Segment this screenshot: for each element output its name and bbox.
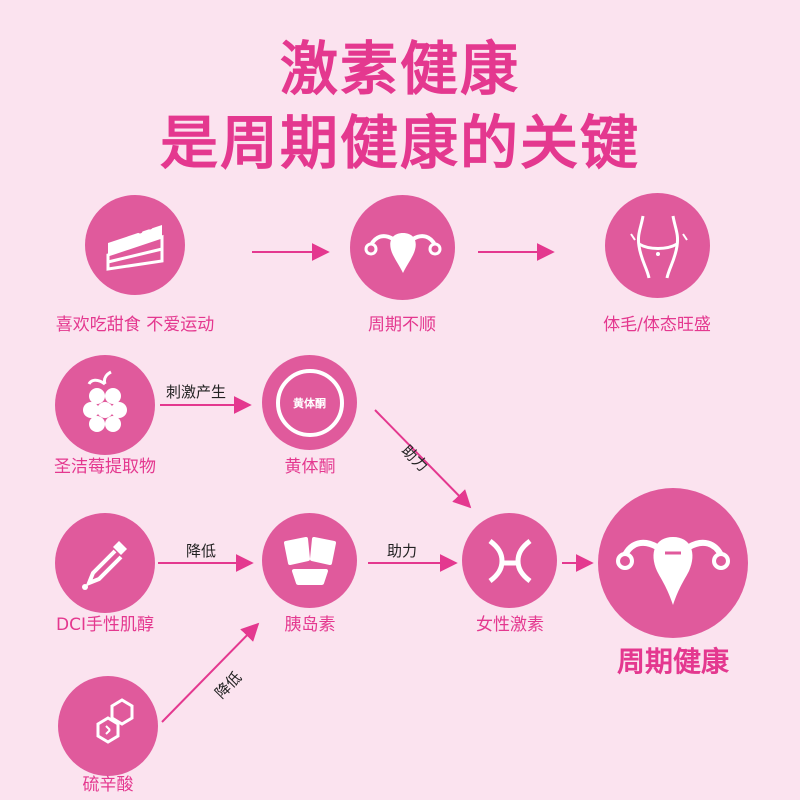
chasteberry-label: 圣洁莓提取物 xyxy=(54,457,156,477)
arrow-progesterone-to-female xyxy=(374,409,472,509)
irregular-label: 周期不顺 xyxy=(368,315,436,335)
edge-label-stimulate: 刺激产生 xyxy=(166,383,227,401)
chasteberry-node xyxy=(55,355,155,455)
hair-label: 体毛/体态旺盛 xyxy=(603,315,711,335)
irregular-node xyxy=(350,195,455,300)
dropper-icon xyxy=(82,541,127,590)
title-line-2: 是周期健康的关键 xyxy=(159,109,640,177)
progesterone-label: 黄体酮 xyxy=(284,457,336,477)
uterus-large-icon xyxy=(616,537,730,605)
pancreas-icon xyxy=(283,536,336,585)
female-hormone-label: 女性激素 xyxy=(476,615,544,635)
dci-node xyxy=(55,513,155,613)
uterus-icon xyxy=(364,232,441,273)
sweets-node xyxy=(85,195,185,295)
lipoic-label: 硫辛酸 xyxy=(82,775,134,795)
edge-label-lower-1: 降低 xyxy=(186,542,217,560)
female-hormone-node xyxy=(462,513,557,608)
body-figure-icon xyxy=(629,215,688,278)
progesterone-badge: 黄体酮 xyxy=(275,368,344,437)
cake-icon xyxy=(106,224,164,271)
edge-label-help-2: 助力 xyxy=(387,542,418,560)
result-node xyxy=(598,488,748,638)
arrow-lipoic-to-insulin xyxy=(161,622,260,723)
progesterone-badge-text: 黄体酮 xyxy=(293,396,326,410)
berry-icon xyxy=(83,370,127,432)
sweets-label: 喜欢吃甜食 不爱运动 xyxy=(55,315,215,335)
lipoic-node xyxy=(58,676,158,776)
insulin-label: 胰岛素 xyxy=(284,615,336,635)
hair-node xyxy=(605,193,710,298)
molecule-icon xyxy=(96,698,134,744)
title-line-1: 激素健康 xyxy=(279,35,520,103)
thyroid-icon xyxy=(487,538,532,583)
progesterone-node: 黄体酮 xyxy=(262,355,357,450)
result-label: 周期健康 xyxy=(616,645,729,678)
dci-label: DCI手性肌醇 xyxy=(56,615,154,635)
insulin-node xyxy=(262,513,357,608)
